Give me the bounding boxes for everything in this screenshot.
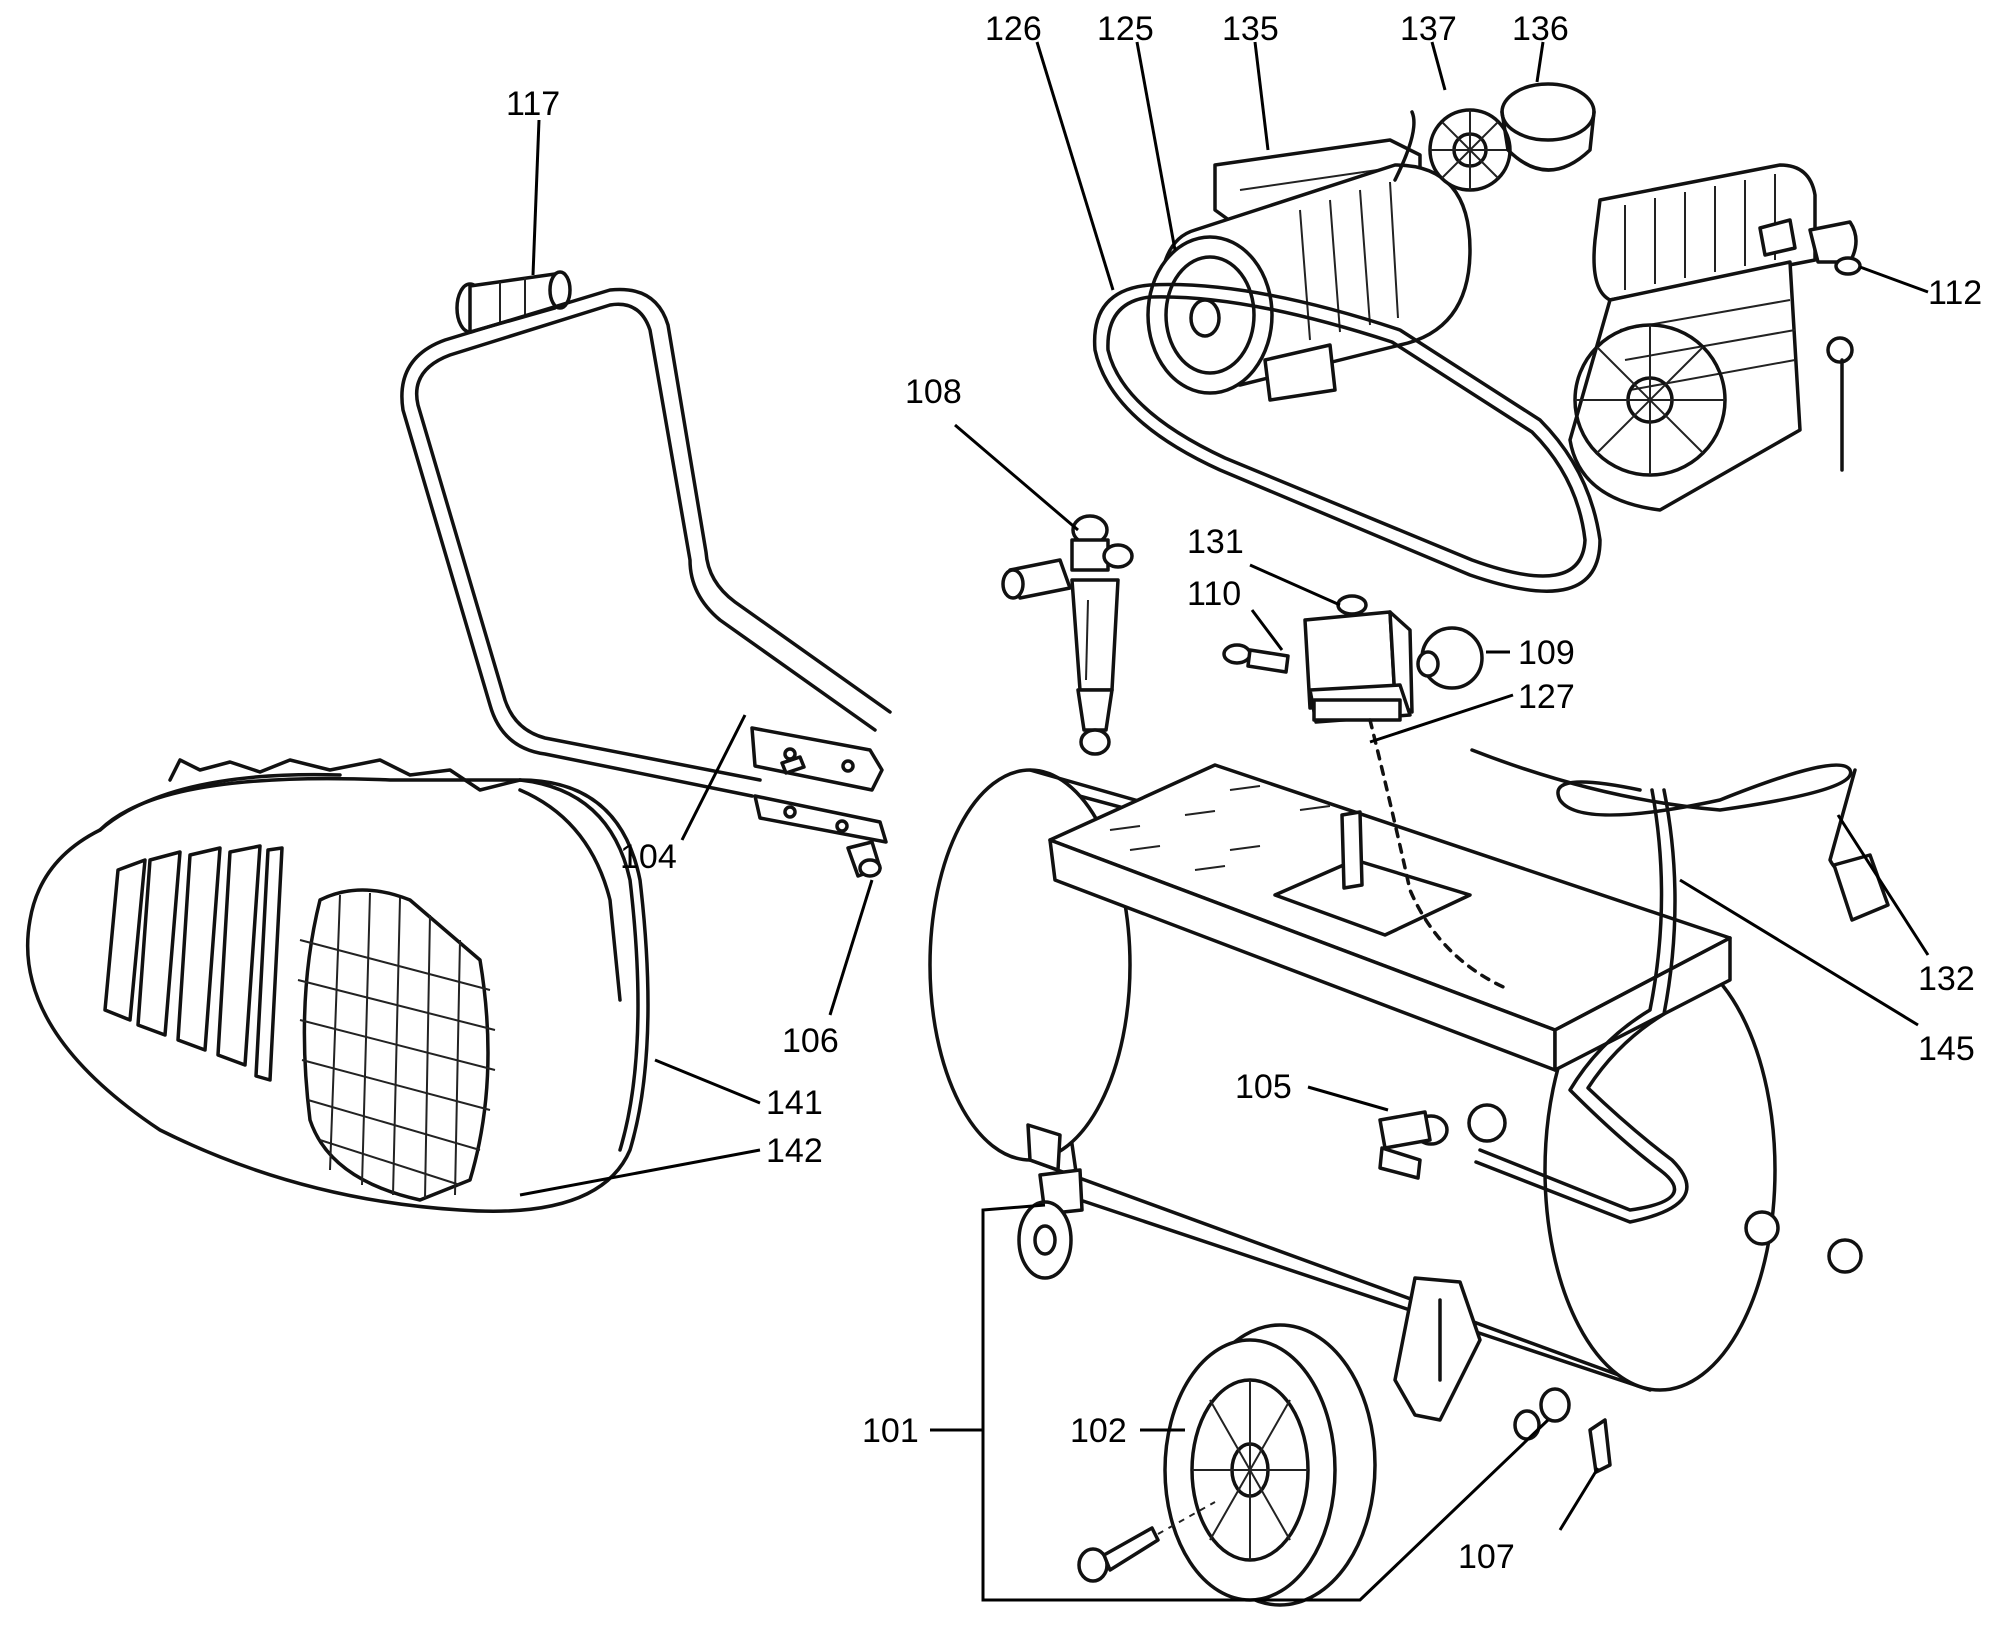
callout-141: 141 [766,1084,823,1122]
cooling-fan-part [1428,108,1512,192]
callout-106: 106 [782,1022,839,1060]
callout-104: 104 [620,838,677,876]
pressure-gauge-part [1416,626,1484,690]
callout-131: 131 [1187,523,1244,561]
callout-127: 127 [1518,678,1575,716]
callout-112: 112 [1928,274,1982,312]
callout-135: 135 [1222,10,1279,48]
air-tank-part [928,718,1863,1422]
handle-bar-part [400,287,892,844]
compressor-pump-part [1568,163,1862,512]
callout-110: 110 [1187,575,1241,613]
callout-126: 126 [985,10,1042,48]
callout-102: 102 [1070,1412,1127,1450]
callout-142: 142 [766,1132,823,1170]
leader-lines [519,41,1930,1602]
callout-125: 125 [1097,10,1154,48]
callout-109: 109 [1518,634,1575,672]
callout-107: 107 [1458,1538,1515,1576]
callout-105: 105 [1235,1068,1292,1106]
callout-117: 117 [506,85,560,123]
callout-108: 108 [905,373,962,411]
callout-137: 137 [1400,10,1457,48]
screw-part [780,755,882,878]
electric-motor-part [1146,110,1472,402]
callout-136: 136 [1512,10,1569,48]
callout-101: 101 [862,1412,919,1450]
drive-belt-part [1092,282,1602,593]
fitting-part [1222,643,1290,674]
safety-valve-part [1001,514,1134,756]
axle-bolt-part [1077,1501,1216,1583]
fan-band-part [1500,82,1596,172]
wheel-part [1163,1323,1377,1607]
nut-part [1513,1387,1612,1474]
pressure-switch-part [1303,594,1414,724]
callout-145: 145 [1918,1030,1975,1068]
caster-part [1017,1168,1084,1280]
callout-132: 132 [1918,960,1975,998]
callout-labels: 126 125 135 137 136 117 112 108 131 110 … [506,10,1982,1576]
belt-guard-part [25,758,650,1213]
